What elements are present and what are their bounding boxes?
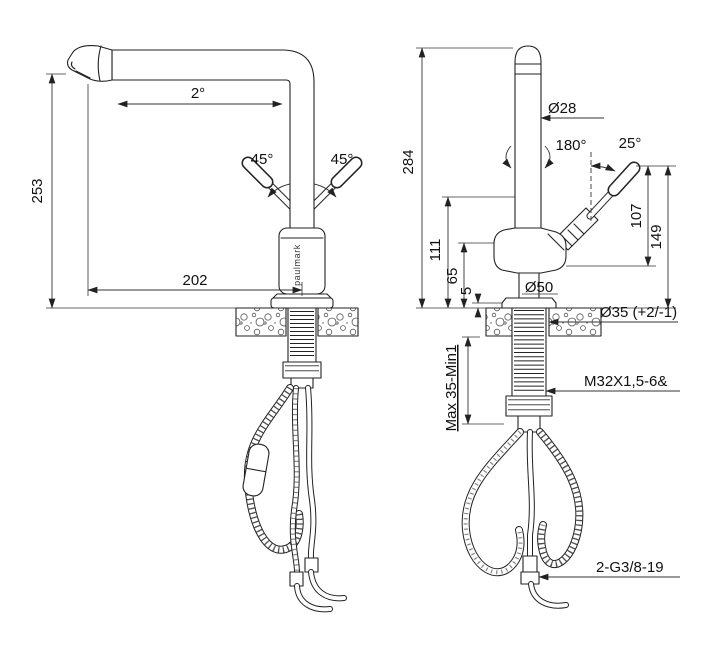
brand-logo: paulmark bbox=[292, 244, 302, 286]
dim-g38-thread: 2-G3/8-19 bbox=[596, 559, 664, 576]
dim-d28: Ø28 bbox=[548, 100, 576, 117]
left-view-dimensions: 253 202 2° 45° 45° bbox=[29, 73, 354, 309]
dim-180: 180° bbox=[555, 137, 586, 154]
right-view-faucet: 284 Ø28 180° 25° 107 149 111 bbox=[400, 45, 680, 609]
right-view-shank bbox=[505, 307, 553, 433]
dim-284: 284 bbox=[400, 149, 417, 174]
right-view-hoses bbox=[461, 428, 584, 609]
left-view-spout-tube bbox=[111, 49, 315, 233]
dim-d35: Ø35 (+2/-1) bbox=[600, 304, 677, 321]
dim-5: 5 bbox=[458, 287, 475, 295]
dim-149: 149 bbox=[648, 224, 665, 249]
right-view-countertop-left bbox=[485, 307, 513, 337]
left-view-hoses bbox=[242, 384, 347, 613]
dim-253: 253 bbox=[29, 178, 46, 203]
dim-m32-thread: M32X1,5-6& bbox=[584, 373, 667, 390]
right-view-body bbox=[493, 227, 567, 274]
dim-45-left: 45° bbox=[251, 151, 274, 168]
right-view-handle bbox=[555, 161, 641, 251]
left-view-countertop-right bbox=[317, 307, 359, 337]
dim-45-right: 45° bbox=[331, 151, 354, 168]
dim-107: 107 bbox=[628, 203, 645, 228]
dim-65: 65 bbox=[444, 268, 461, 285]
hose-end-nut bbox=[522, 555, 538, 573]
right-view-base-flange bbox=[501, 297, 557, 309]
dim-2deg: 2° bbox=[191, 85, 205, 102]
left-view-pullout-head bbox=[66, 45, 113, 82]
left-view-shank bbox=[282, 307, 322, 389]
dim-202: 202 bbox=[182, 272, 207, 289]
right-view-dimensions: 284 Ø28 180° 25° 107 149 111 bbox=[400, 47, 680, 581]
hose-weight bbox=[242, 443, 270, 497]
dim-d50: Ø50 bbox=[525, 279, 553, 296]
left-view-faucet: paulmark bbox=[29, 45, 363, 613]
left-view-countertop-left bbox=[235, 307, 287, 337]
right-view-column bbox=[514, 45, 542, 231]
dim-111: 111 bbox=[427, 239, 444, 262]
dim-25: 25° bbox=[619, 135, 642, 152]
dim-max35-min1: Max 35-Min1 bbox=[443, 345, 460, 432]
